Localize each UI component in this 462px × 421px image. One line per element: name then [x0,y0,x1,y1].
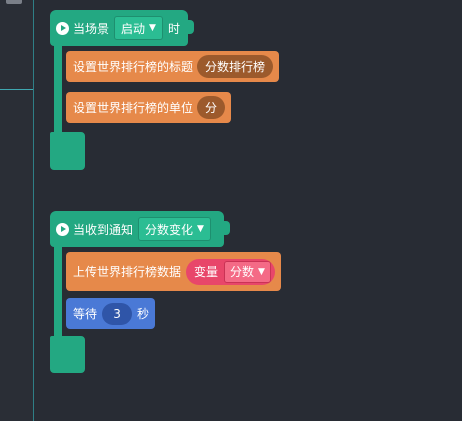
left-palette-edge [0,0,34,421]
dropdown-value: 分数变化 [145,222,194,237]
hat-label: 当场景 [73,21,110,36]
caret-down-icon: ▼ [258,266,265,277]
hat-notch [183,20,194,34]
block-set-leaderboard-unit[interactable]: 设置世界排行榜的单位 分 [66,92,232,123]
variable-name: 分数 [230,265,255,279]
block-upload-leaderboard-data[interactable]: 上传世界排行榜数据 变量 分数 ▼ [66,252,281,291]
hat-label: 当收到通知 [73,222,134,237]
variable-reporter[interactable]: 变量 分数 ▼ [186,258,275,285]
scene-event-dropdown[interactable]: 启动 ▼ [114,16,163,40]
block-label: 上传世界排行榜数据 [73,265,182,279]
notification-dropdown[interactable]: 分数变化 ▼ [138,217,211,241]
title-value-pill[interactable]: 分数排行榜 [197,55,274,78]
caret-down-icon: ▼ [197,224,204,234]
hat-suffix: 时 [167,21,180,36]
script-foot [50,336,85,373]
hat-block-receive-notification[interactable]: 当收到通知 分数变化 ▼ [50,211,230,247]
hat-notch [219,221,230,235]
unit-value-pill[interactable]: 分 [197,96,226,119]
script-arm [54,247,62,343]
block-set-leaderboard-title[interactable]: 设置世界排行榜的标题 分数排行榜 [66,51,280,82]
dropdown-value: 启动 [121,21,146,36]
variable-dropdown[interactable]: 分数 ▼ [224,260,271,283]
seconds-input[interactable]: 3 [102,302,133,325]
variable-label: 变量 [194,265,219,279]
palette-tab[interactable] [6,0,22,4]
play-circle-icon [56,21,69,35]
block-label: 设置世界排行榜的标题 [73,60,194,74]
script-foot [50,132,85,170]
hat-block-scene-start[interactable]: 当场景 启动 ▼ 时 [50,10,194,46]
block-label: 设置世界排行榜的单位 [73,101,194,115]
block-suffix: 秒 [137,307,150,321]
block-label: 等待 [73,307,98,321]
palette-divider [0,89,33,90]
caret-down-icon: ▼ [149,23,156,33]
play-circle-icon [56,222,69,236]
block-wait-seconds[interactable]: 等待 3 秒 [66,298,156,329]
script-arm [54,46,62,142]
